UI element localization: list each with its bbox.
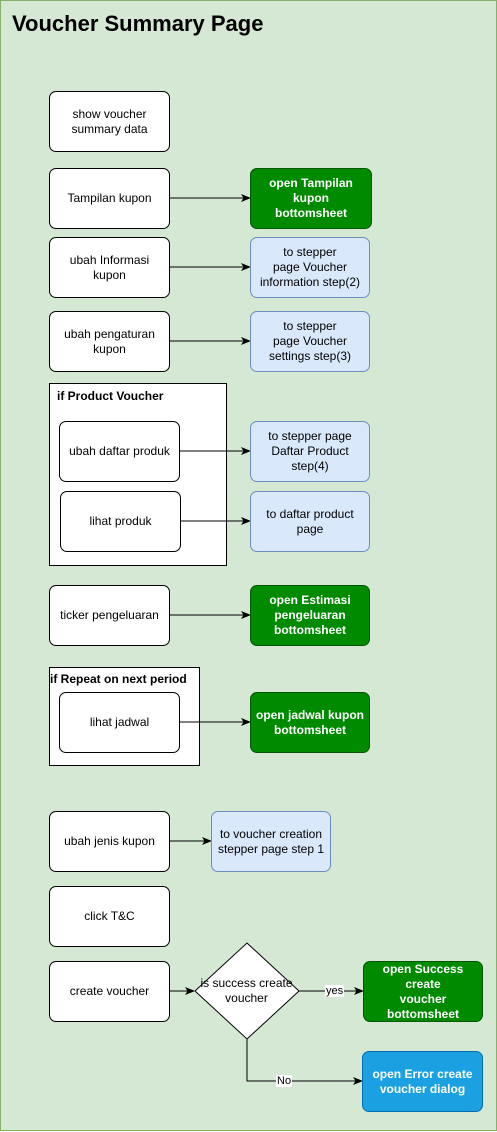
repeat-period-group-label: if Repeat on next period [50, 672, 187, 686]
open-jadwal-kupon-node: open jadwal kupon bottomsheet [250, 692, 370, 753]
open-success-create-node: open Success create voucher bottomsheet [363, 961, 483, 1022]
stepper-information-node: to stepper page Voucher information step… [250, 237, 370, 298]
lihat-produk-node: lihat produk [60, 491, 181, 552]
ubah-jenis-kupon-node: ubah jenis kupon [49, 811, 170, 872]
decision-diamond [194, 942, 300, 1040]
stepper-settings-node: to stepper page Voucher settings step(3) [250, 311, 370, 372]
tampilan-kupon-node: Tampilan kupon [49, 168, 170, 229]
voucher-creation-stepper-node: to voucher creation stepper page step 1 [211, 811, 331, 872]
open-estimasi-pengeluaran-node: open Estimasi pengeluaran bottomsheet [250, 585, 370, 646]
show-voucher-summary-node: show voucher summary data [49, 91, 170, 152]
ticker-pengeluaran-node: ticker pengeluaran [49, 585, 170, 646]
ubah-daftar-produk-node: ubah daftar produk [59, 421, 180, 482]
lihat-jadwal-node: lihat jadwal [59, 692, 180, 753]
ubah-informasi-kupon-node: ubah Informasi kupon [49, 237, 170, 298]
edge-label-no: No [276, 1075, 293, 1087]
daftar-product-page-node: to daftar product page [250, 491, 370, 552]
create-voucher-node: create voucher [49, 961, 170, 1022]
ubah-pengaturan-kupon-node: ubah pengaturan kupon [49, 311, 170, 372]
open-error-create-node: open Error create voucher dialog [362, 1051, 483, 1112]
click-tnc-node: click T&C [49, 886, 170, 947]
edge-label-yes: yes [325, 985, 345, 997]
open-tampilan-kupon-node: open Tampilan kupon bottomsheet [250, 168, 372, 229]
page-title: Voucher Summary Page [12, 11, 264, 36]
stepper-daftar-product-node: to stepper page Daftar Product step(4) [250, 421, 370, 482]
decision-label: is success create voucher [200, 976, 293, 1005]
product-voucher-group-label: if Product Voucher [57, 389, 164, 403]
edge-no [246, 1039, 363, 1085]
